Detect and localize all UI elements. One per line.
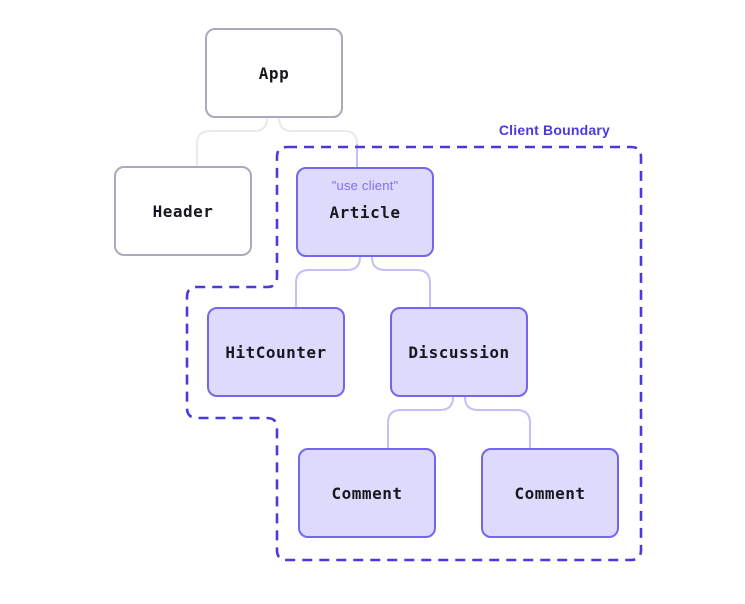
node-comment-2-label: Comment — [514, 483, 586, 503]
node-discussion: Discussion — [390, 307, 528, 397]
node-discussion-label: Discussion — [408, 342, 510, 362]
use-client-directive: "use client" — [331, 178, 399, 193]
client-boundary-label: Client Boundary — [498, 122, 610, 138]
node-header-label: Header — [152, 201, 214, 221]
node-app-label: App — [258, 63, 290, 83]
connector-article-to-discussion — [371, 256, 431, 307]
connector-app-to-article-server-segment — [278, 117, 358, 145]
node-comment-1-label: Comment — [331, 483, 403, 503]
node-article-label: Article — [329, 202, 401, 222]
node-comment-1: Comment — [298, 448, 436, 538]
node-comment-2: Comment — [481, 448, 619, 538]
node-article: "use client" Article — [296, 167, 434, 257]
connector-app-to-header — [196, 117, 268, 166]
connector-discussion-to-comment-1 — [387, 396, 454, 448]
connector-discussion-to-comment-2 — [464, 396, 531, 448]
node-hitcounter: HitCounter — [207, 307, 345, 397]
node-hitcounter-label: HitCounter — [225, 342, 327, 362]
node-header: Header — [114, 166, 252, 256]
client-boundary-outline — [185, 145, 643, 562]
connector-article-to-hitcounter — [295, 256, 361, 307]
node-app: App — [205, 28, 343, 118]
